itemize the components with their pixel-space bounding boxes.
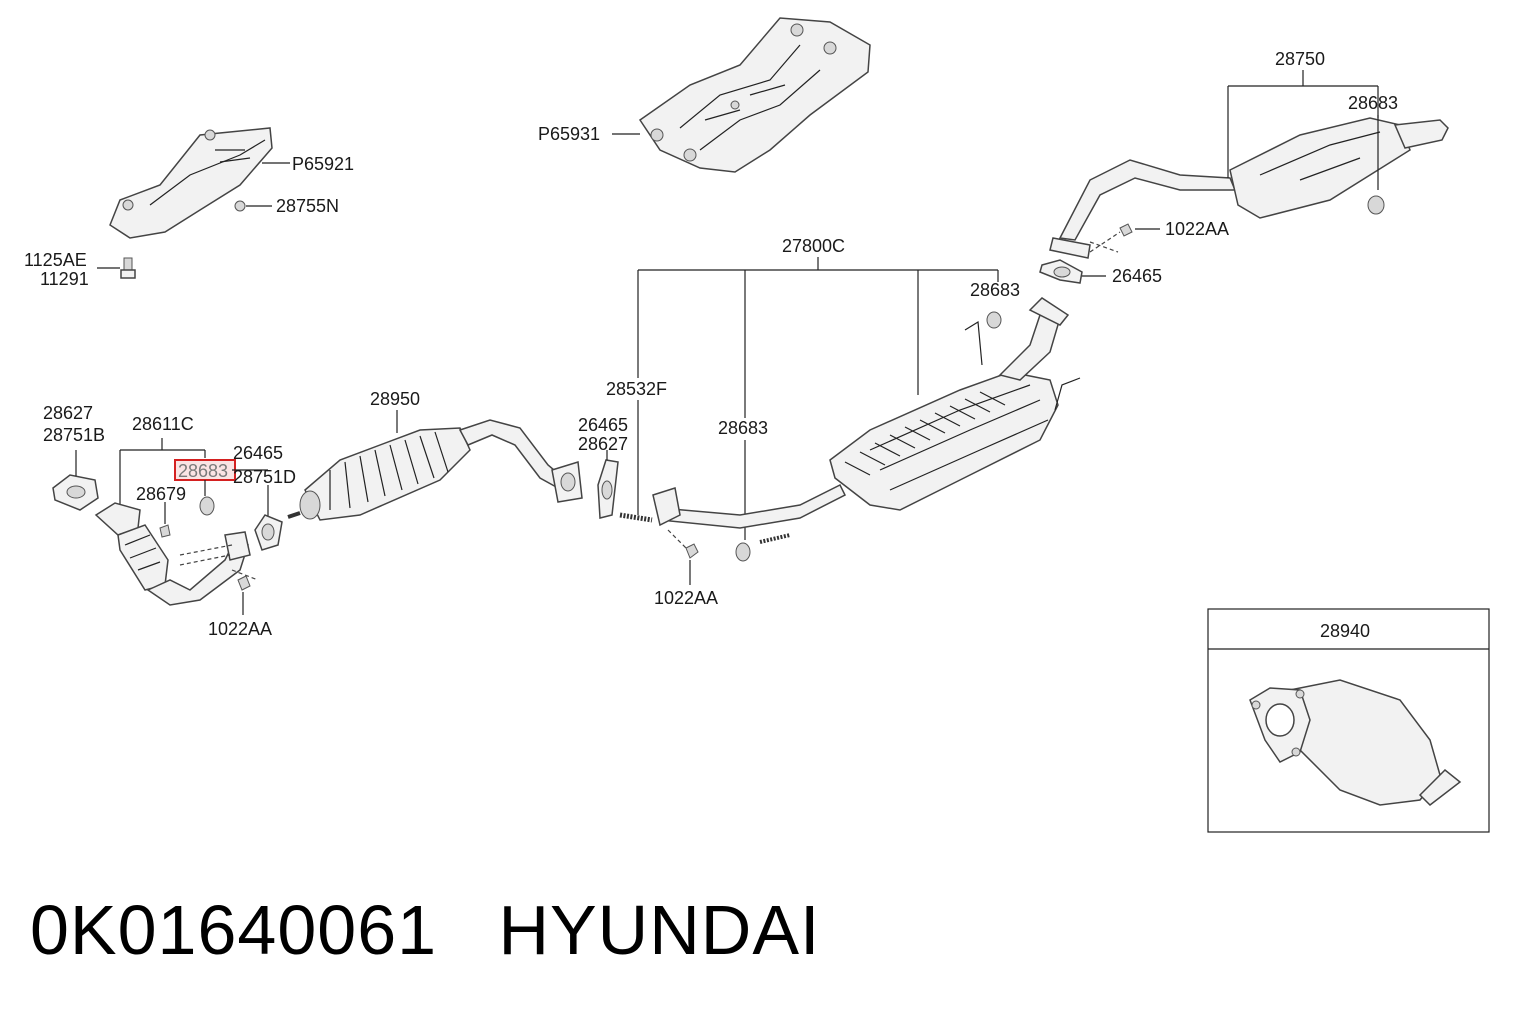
gasket-26465-tr	[1039, 259, 1083, 284]
label-28627-l: 28627	[43, 403, 93, 423]
part-number: 0K01640061	[30, 891, 438, 969]
gasket-26465-l	[254, 514, 283, 551]
label-28683-mid: 28683	[718, 418, 768, 438]
label-28532f: 28532F	[606, 379, 667, 399]
label-28751b: 28751B	[43, 425, 105, 445]
label-1022aa-l: 1022AA	[208, 619, 272, 639]
label-p65921: P65921	[292, 154, 354, 174]
heat-shield-p65931	[638, 17, 871, 173]
nut-1022aa-l	[237, 575, 251, 591]
exhaust-parts-diagram: P65931 P65921 28755N 1125AE 11291 28750 …	[24, 17, 1490, 833]
label-28950: 28950	[370, 389, 420, 409]
label-26465-tr: 26465	[1112, 266, 1162, 286]
label-1022aa-mid: 1022AA	[654, 588, 718, 608]
label-28627-mid: 28627	[578, 434, 628, 454]
front-pipe-28611c	[94, 502, 251, 606]
gasket-28627-l	[52, 474, 99, 511]
stud-28532f	[619, 512, 653, 523]
hanger-28683-mid	[735, 542, 751, 562]
label-1125ae: 1125AE	[24, 250, 87, 270]
nut-28679	[159, 524, 171, 538]
label-26465-l: 26465	[233, 443, 283, 463]
heat-shield-p65921	[109, 127, 273, 239]
label-26465-mid: 26465	[578, 415, 628, 435]
label-1022aa-tr: 1022AA	[1165, 219, 1229, 239]
rear-muffler-28750	[1049, 117, 1449, 259]
gasket-26465-mid	[597, 459, 619, 519]
bolt-1125ae	[120, 257, 136, 279]
center-muffler-27800c	[652, 297, 1081, 529]
inset-28940: 28940	[1207, 608, 1490, 833]
label-28683-tr: 28683	[1348, 93, 1398, 113]
hanger-28683-mr	[986, 311, 1002, 329]
nut-1022aa-mid	[685, 543, 699, 559]
catalytic-converter-28950	[287, 419, 583, 521]
label-28683-mr: 28683	[970, 280, 1020, 300]
hanger-28683-highlight[interactable]	[199, 496, 215, 516]
brand-name: HYUNDAI	[498, 891, 821, 969]
label-28750: 28750	[1275, 49, 1325, 69]
label-28679: 28679	[136, 484, 186, 504]
label-28940: 28940	[1320, 621, 1370, 641]
label-27800c: 27800C	[782, 236, 845, 256]
label-p65931: P65931	[538, 124, 600, 144]
hanger-28683-tr	[1367, 195, 1385, 215]
label-28611c: 28611C	[132, 414, 194, 434]
label-11291: 11291	[40, 269, 89, 289]
label-28755n: 28755N	[276, 196, 339, 216]
label-28751d: 28751D	[233, 467, 296, 487]
part-title: 0K01640061 HYUNDAI	[30, 890, 820, 970]
nut-1022aa-tr	[1119, 223, 1133, 237]
footer-bar	[0, 850, 1515, 1017]
label-28683-highlight: 28683	[178, 461, 228, 481]
